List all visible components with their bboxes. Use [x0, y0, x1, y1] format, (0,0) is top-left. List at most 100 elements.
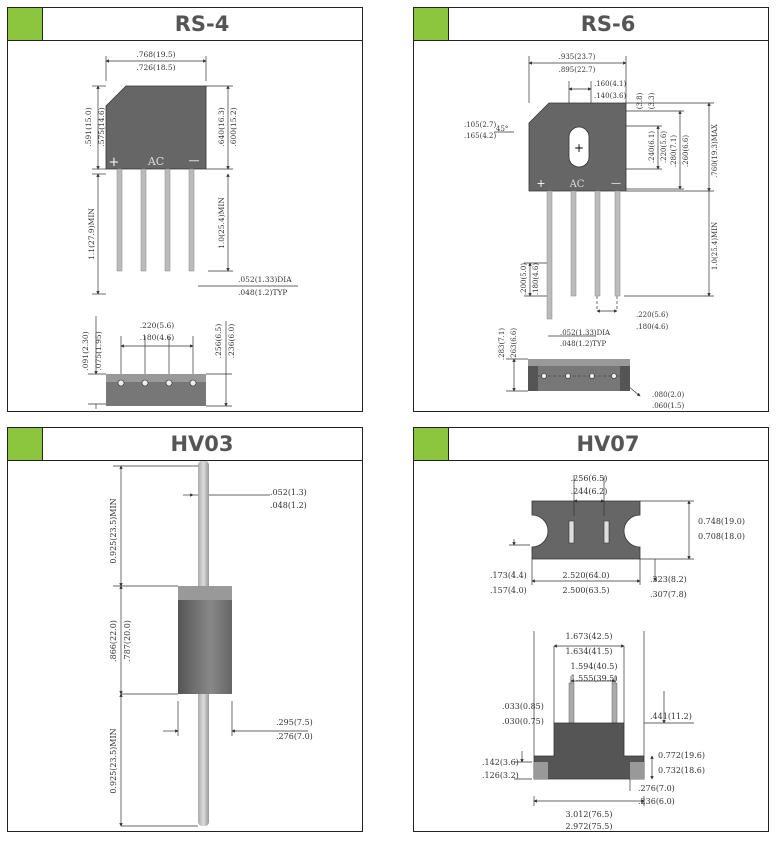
rs6-hole-b: .140(3.6): [594, 92, 626, 100]
hv03-body-len-b: .787(20.0): [123, 620, 132, 662]
rs6-lead-seg-b: .180(4.6): [532, 263, 540, 295]
rs4-plus: +: [109, 155, 120, 170]
panel-header: HV07: [414, 428, 768, 461]
rs6-chamfer-deg: 45°: [496, 125, 508, 133]
rs4-h-left-a: .591(15.0): [84, 107, 93, 146]
rs4-bv-left-b: .075(1.95): [94, 331, 103, 370]
rs4-bv-left-a: .091(2.30): [81, 331, 90, 370]
rs6-foot-a: .080(2.0): [652, 391, 684, 399]
rs6-top-b: (3.3): [648, 92, 656, 109]
rs6-lead-min: 1.0(25.4)MIN: [711, 222, 719, 270]
accent-block: [8, 428, 43, 460]
rs4-h-left-b: .575(14.6): [97, 107, 106, 146]
hv07-flange-w-b: .236(6.0): [638, 797, 675, 806]
hv07-top-body: [531, 500, 641, 560]
hv07-total-b: 2.972(75.5): [566, 822, 613, 831]
rs4-drawing: AC + — .768(19.5) .726(18.5) .591(15.0) …: [81, 50, 298, 409]
rs4-bv-right-b: .236(6.0): [227, 324, 236, 359]
hv07-top-a: .256(6.5): [571, 474, 608, 483]
hv03-lead-top-min: 0.925(23.5)MIN: [109, 498, 118, 563]
rs6-plus: +: [536, 177, 545, 190]
hv07-notch-b: .157(4.0): [490, 586, 527, 595]
hv07-side-body: [533, 722, 645, 780]
hv07-w-a: 2.520(64.0): [563, 571, 610, 580]
rs6-dia-b: .048(1.2)TYP: [560, 340, 606, 348]
panel-header: RS-4: [8, 8, 362, 41]
accent-block: [414, 428, 449, 460]
rs4-w-top: .768(19.5): [136, 50, 175, 59]
rs4-lead-min-left: 1.1(27.9)MIN: [87, 208, 96, 260]
hv07-notch-a: .173(4.4): [490, 571, 527, 580]
rs6-chamfer-b: .165(4.2): [464, 132, 496, 140]
panel-rs6: RS-6: [413, 7, 769, 412]
rs4-ac-label: AC: [147, 155, 164, 168]
rs6-mount-hole: [568, 126, 590, 168]
hv07-r-b: 0.708(18.0): [698, 532, 745, 541]
accent-block: [414, 8, 449, 40]
panel-header: HV03: [8, 428, 362, 461]
panel-rs4: RS-4 AC + —: [7, 7, 363, 412]
hv07-slot-a: .323(8.2): [650, 575, 687, 584]
hv07-pin-h: .441(11.2): [650, 712, 692, 721]
rs4-h-right-b: .600(15.2): [229, 107, 238, 146]
rs6-minus: —: [611, 178, 621, 189]
hv07-w-b: 2.500(63.5): [563, 586, 610, 595]
hv07-pin-b: 1.555(39.5): [571, 674, 618, 683]
hv07-flange-a: .142(3.6): [482, 758, 519, 767]
rs6-chamfer-a: .105(2.7): [464, 121, 496, 129]
hv07-total-a: 3.012(76.5): [566, 810, 613, 819]
rs6-w-top: .935(23.7): [559, 53, 596, 61]
rs4-pitch-b: .180(4.6): [140, 333, 175, 342]
rs4-w-bot: .726(18.5): [136, 63, 175, 72]
rs6-h-max: .760(19.3)MAX: [711, 124, 719, 178]
rs6-pitch-b: .180(4.6): [636, 323, 668, 331]
rs6-body-a: .280(7.1): [670, 135, 678, 167]
hv03-body-dia-b: .276(7.0): [276, 732, 313, 741]
panel-title: RS-6: [580, 12, 636, 36]
rs4-lead-min-right: 1.0(25.4)MIN: [217, 197, 226, 249]
hv07-pin-dia-b: .030(0.75): [502, 717, 544, 726]
hv07-flange-w-a: .276(7.0): [638, 784, 675, 793]
rs6-foot-b: .060(1.5): [652, 402, 684, 410]
panel-hv03: HV03 0.925(23.5)MIN .052(1.3) .048(1.2: [7, 427, 363, 832]
rs6-bv-a: .283(7.1): [498, 328, 506, 360]
accent-block: [8, 8, 43, 40]
rs6-body-b: .260(6.6): [682, 135, 690, 167]
rs6-bv-b: .263(6.6): [510, 328, 518, 360]
hv07-r-a: 0.748(19.0): [698, 517, 745, 526]
hv03-body-dia-a: .295(7.5): [276, 718, 313, 727]
rs4-lead-dia-a: .052(1.33)DIA: [238, 275, 292, 284]
rs4-pitch-a: .220(5.6): [140, 321, 175, 330]
rs4-h-right-a: .640(16.3): [217, 107, 226, 146]
rs6-ac-label: AC: [569, 179, 585, 190]
rs6-hole-v-a: .240(6.1): [648, 131, 656, 163]
panel-title: HV03: [170, 432, 234, 456]
hv07-slot-b: .307(7.8): [650, 590, 687, 599]
rs6-pitch-a: .220(5.6): [636, 311, 668, 319]
hv03-dia-a: .052(1.3): [270, 488, 307, 497]
rs6-drawing: + AC + — .935(23.7) .895(22.7) .160(4.1)…: [464, 53, 719, 410]
rs4-bv-right-a: .256(6.5): [214, 324, 223, 359]
rs6-hole-plus: +: [574, 141, 584, 155]
hv07-flange-b: .126(3.2): [482, 771, 519, 780]
hv03-body: [178, 586, 232, 694]
hv07-pin-a: 1.594(40.5): [571, 662, 618, 671]
hv03-dia-b: .048(1.2): [270, 501, 307, 510]
panel-title: RS-4: [174, 12, 230, 36]
hv07-top-b: .244(6.2): [571, 487, 608, 496]
rs4-body: [105, 85, 207, 170]
panel-hv07: HV07: [413, 427, 769, 832]
hv03-body-len-a: .866(22.0): [109, 620, 118, 662]
rs6-hole-v-b: .220(5.6): [660, 131, 668, 163]
rs6-top-a: (3.8): [636, 92, 644, 109]
rs4-minus: —: [189, 154, 200, 167]
rs6-hole-a: .160(4.1): [594, 80, 626, 88]
rs6-dia-a: .052(1.33)DIA: [560, 329, 611, 337]
hv07-body-h-a: 0.772(19.6): [658, 751, 705, 760]
hv07-pin-dia-a: .033(0.85): [502, 702, 544, 711]
panel-title: HV07: [576, 432, 640, 456]
panel-header: RS-6: [414, 8, 768, 41]
hv03-drawing: 0.925(23.5)MIN .052(1.3) .048(1.2) .866(…: [109, 461, 313, 827]
hv07-side-a: 1.673(42.5): [566, 632, 613, 641]
hv07-side-b: 1.634(41.5): [566, 647, 613, 656]
